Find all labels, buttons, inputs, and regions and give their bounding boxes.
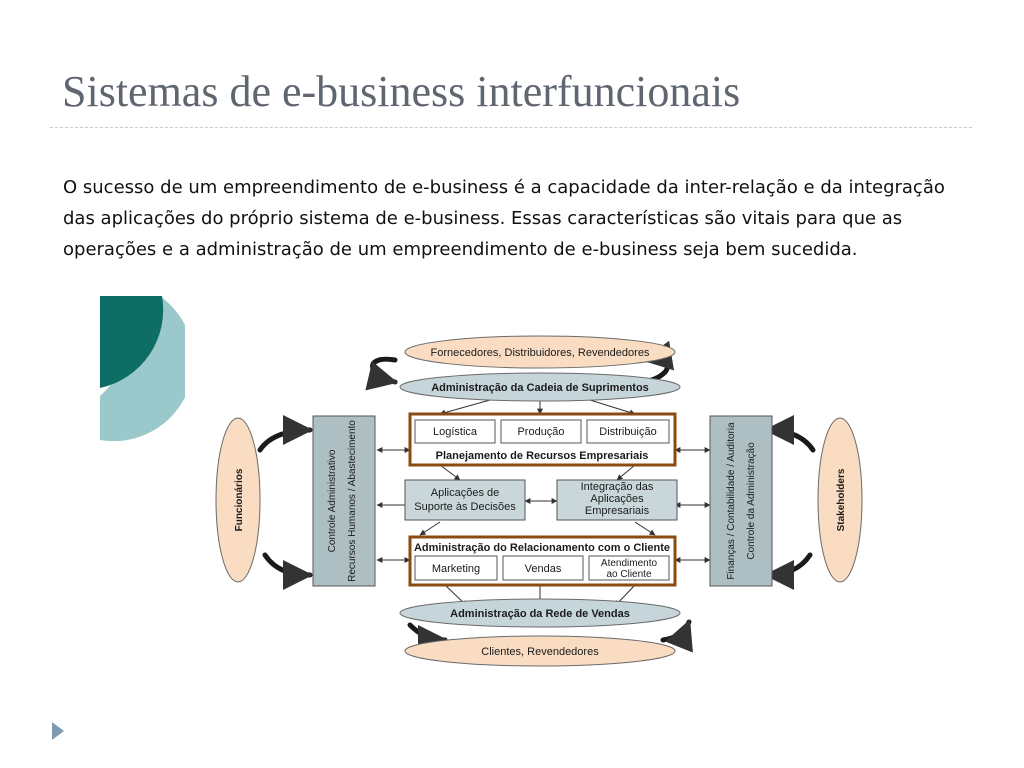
erp-title: Planejamento de Recursos Empresariais <box>436 450 649 462</box>
crm-title: Administração do Relacionamento com o Cl… <box>414 542 670 554</box>
crm-service-line1: Atendimento <box>601 558 658 569</box>
left-panel-line2: Recursos Humanos / Abastecimento <box>347 420 358 582</box>
eai-label-line2: Aplicações <box>590 493 644 505</box>
crm-service-line2: ao Cliente <box>606 569 651 580</box>
employees-label: Funcionários <box>234 468 245 531</box>
stakeholders-label: Stakeholders <box>836 468 847 531</box>
dss-label-line1: Aplicações de <box>431 487 500 499</box>
erp-production-box <box>500 419 582 444</box>
eai-label-line3: Empresariais <box>585 505 650 517</box>
erp-logistics-label: Logística <box>433 426 478 438</box>
left-admin-panel <box>312 415 376 587</box>
crm-sales-box <box>502 555 584 581</box>
right-finance-panel <box>709 415 773 587</box>
erp-distribution-box <box>586 419 670 444</box>
crm-marketing-box <box>414 555 498 581</box>
employees-oval <box>215 417 261 583</box>
crm-sales-label: Vendas <box>525 563 562 575</box>
right-panel-line1: Finanças / Contabilidade / Auditoria <box>726 422 737 580</box>
slide-title: Sistemas de e-business interfuncionais <box>62 67 741 116</box>
erp-production-label: Produção <box>517 426 564 438</box>
erp-distribution-label: Distribuição <box>599 426 656 438</box>
supply-chain-oval <box>399 372 681 402</box>
dss-box <box>404 479 526 521</box>
sales-network-label: Administração da Rede de Vendas <box>450 608 630 620</box>
erp-logistics-box <box>414 419 496 444</box>
deco-light-arc <box>100 296 185 442</box>
crm-service-box <box>588 555 670 581</box>
sales-network-oval <box>399 598 681 628</box>
supply-chain-label: Administração da Cadeia de Suprimentos <box>431 382 649 394</box>
eai-label-line1: Integração das <box>581 481 654 493</box>
suppliers-label: Fornecedores, Distribuidores, Revendedor… <box>431 347 650 359</box>
crm-marketing-label: Marketing <box>432 563 480 575</box>
deco-teal-arc <box>100 296 164 388</box>
e-business-diagram: Fornecedores, Distribuidores, Revendedor… <box>215 335 863 667</box>
eai-box <box>556 479 678 521</box>
suppliers-oval <box>404 335 676 369</box>
dss-label-line2: Suporte às Decisões <box>414 501 516 513</box>
next-slide-triangle-icon <box>52 722 64 740</box>
title-divider <box>50 127 972 128</box>
customers-oval <box>404 635 676 667</box>
decorative-arc <box>100 296 185 442</box>
stakeholders-oval <box>817 417 863 583</box>
body-paragraph: O sucesso de um empreendimento de e-busi… <box>63 177 945 260</box>
right-panel-line2: Controle da Administração <box>746 442 757 560</box>
left-panel-line1: Controle Administrativo <box>327 449 338 552</box>
customers-label: Clientes, Revendedores <box>481 646 599 658</box>
